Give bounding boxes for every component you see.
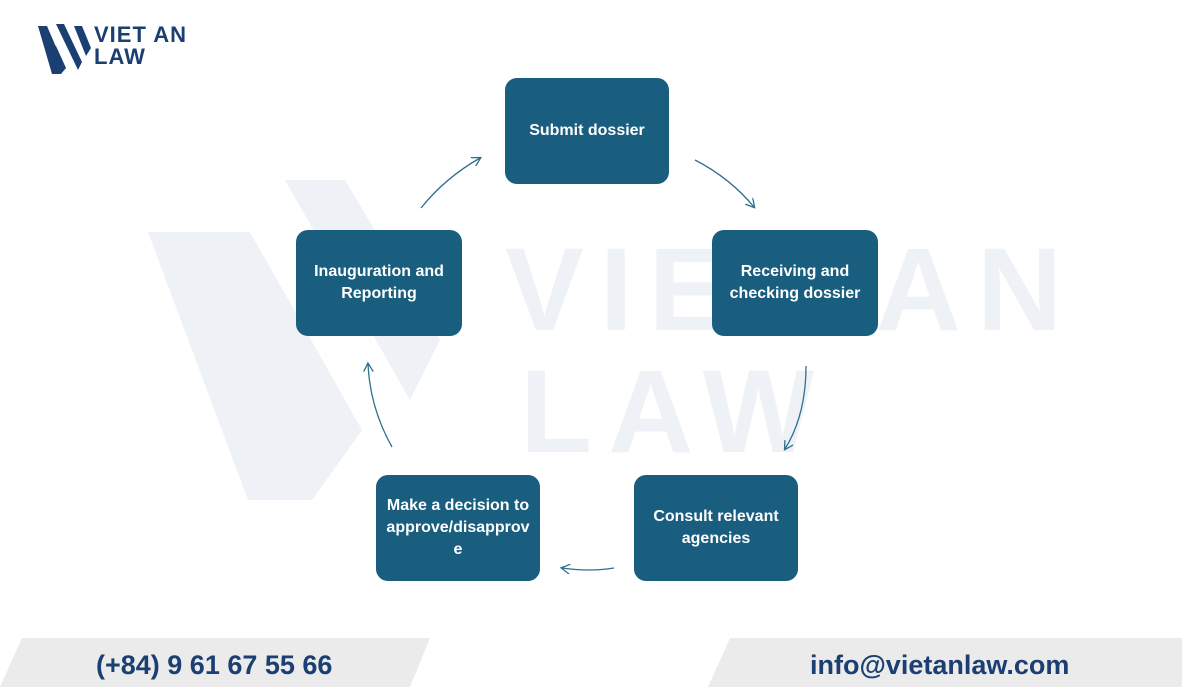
arrow-decision-to-inauguration	[368, 364, 393, 448]
arrow-submit-to-receiving	[694, 159, 754, 207]
footer-band-right	[708, 638, 1182, 687]
step-label: Receiving and checking dossier	[729, 263, 861, 302]
step-receiving-checking-dossier: Receiving and checking dossier	[712, 230, 878, 336]
brand-line1: VIET AN	[94, 22, 187, 47]
step-make-decision: Make a decision to approve/disapprove	[376, 475, 540, 581]
step-label: Consult relevant agencies	[653, 508, 779, 547]
vietan-logo-icon	[38, 24, 91, 74]
watermark-line2: LAW	[520, 346, 830, 478]
step-inauguration-reporting: Inauguration and Reporting	[296, 230, 462, 336]
footer-band-left	[0, 638, 430, 687]
brand-logo[interactable]: VIET AN LAW	[38, 22, 198, 76]
arrow-consult-to-decision	[562, 568, 615, 570]
footer-phone[interactable]: (+84) 9 61 67 55 66	[96, 650, 333, 680]
arrow-inauguration-to-submit	[420, 158, 480, 209]
watermark-logo-shape-mid	[220, 340, 330, 500]
step-label: Inauguration and Reporting	[314, 263, 444, 302]
step-submit-dossier: Submit dossier	[505, 78, 669, 184]
footer-email[interactable]: info@vietanlaw.com	[810, 650, 1070, 680]
step-consult-agencies: Consult relevant agencies	[634, 475, 798, 581]
step-label: Submit dossier	[529, 122, 645, 139]
brand-line2: LAW	[94, 44, 146, 69]
brand-name: VIET AN LAW	[94, 24, 187, 68]
arrow-receiving-to-consult	[785, 365, 807, 449]
step-label: Make a decision to approve/disapprove	[386, 497, 530, 558]
